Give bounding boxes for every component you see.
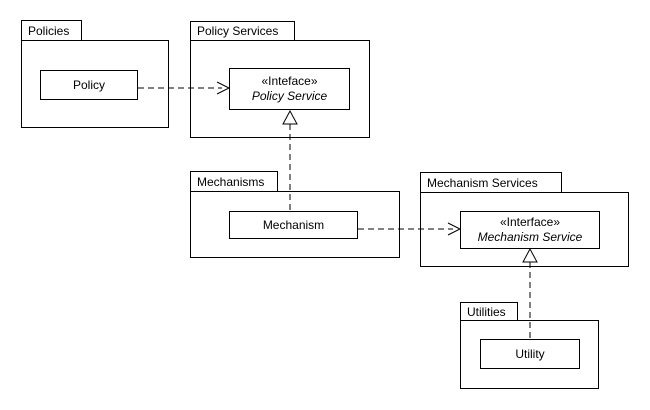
interface-policy-service: «Inteface» Policy Service xyxy=(229,68,350,110)
class-utility: Utility xyxy=(480,339,580,369)
package-label: Mechanisms xyxy=(197,174,265,189)
package-tab-mechanism-services: Mechanism Services xyxy=(420,172,562,192)
package-tab-utilities: Utilities xyxy=(460,302,518,320)
package-label: Policies xyxy=(28,23,70,38)
class-label: Policy xyxy=(72,78,105,92)
package-label: Policy Services xyxy=(197,24,279,38)
package-tab-policies: Policies xyxy=(21,20,82,40)
class-mechanism: Mechanism xyxy=(229,211,358,239)
class-label: Mechanism xyxy=(262,218,325,232)
package-label: Mechanism Services xyxy=(427,175,538,190)
interface-mechanism-service: «Interface» Mechanism Service xyxy=(460,211,600,249)
class-label: Utility xyxy=(515,347,545,361)
interface-name: Mechanism Service xyxy=(477,230,583,244)
interface-stereotype: «Inteface» xyxy=(261,74,318,88)
package-tab-policy-services: Policy Services xyxy=(190,21,295,40)
interface-name: Policy Service xyxy=(251,89,328,103)
interface-stereotype: «Interface» xyxy=(499,215,561,229)
package-label: Utilities xyxy=(467,304,506,319)
package-tab-mechanisms: Mechanisms xyxy=(190,171,278,191)
class-policy: Policy xyxy=(40,70,138,100)
